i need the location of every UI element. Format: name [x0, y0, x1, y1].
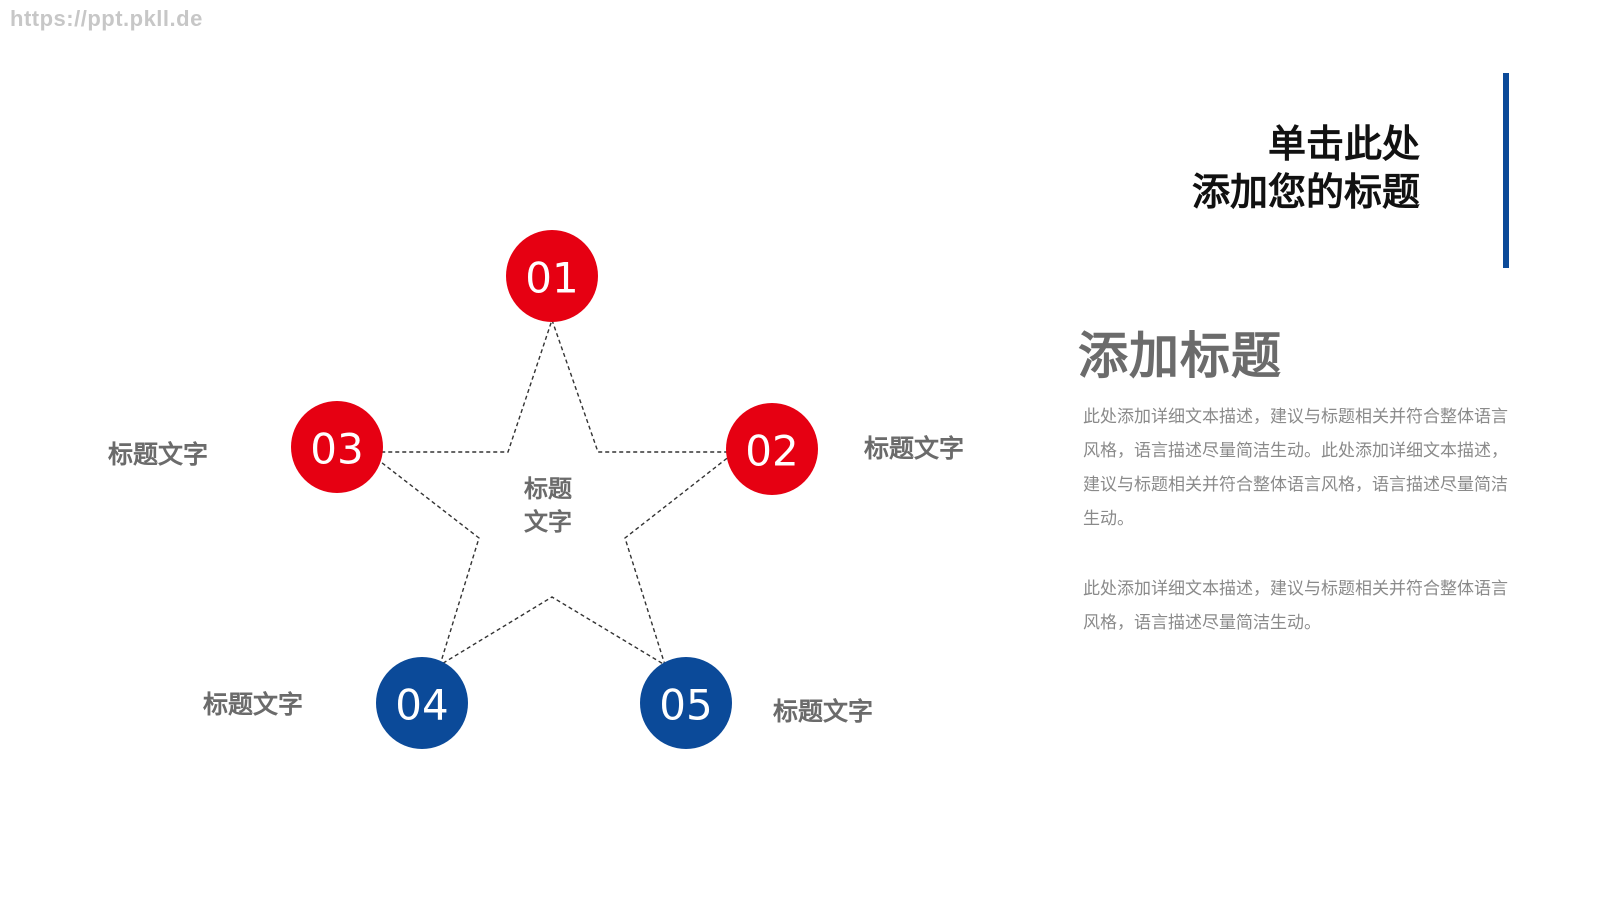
node-01-number: 01 [525, 254, 578, 303]
node-04-label[interactable]: 标题文字 [203, 690, 303, 719]
page-title-line-2: 添加您的标题 [1191, 170, 1420, 214]
node-02-label[interactable]: 标题文字 [864, 434, 964, 463]
node-01-circle [506, 230, 598, 322]
node-05-number: 05 [659, 681, 712, 730]
page-title-line-1: 单击此处 [1267, 122, 1420, 166]
node-03[interactable]: 03 [291, 401, 383, 493]
description-paragraph-2[interactable]: 此处添加详细文本描述，建议与标题相关并符合整体语言风格，语言描述尽量简洁生动。 [1083, 579, 1508, 633]
node-05[interactable]: 05 [640, 657, 732, 749]
center-label-line-1: 标题 [524, 475, 572, 503]
node-02[interactable]: 02 [726, 403, 818, 495]
center-label-line-2: 文字 [524, 508, 572, 536]
node-03-circle [291, 401, 383, 493]
node-03-number: 03 [310, 425, 363, 474]
accent-bar [1503, 73, 1509, 268]
node-02-number: 02 [745, 427, 798, 476]
node-04-circle [376, 657, 468, 749]
section-title[interactable]: 添加标题 [1078, 327, 1282, 385]
node-04-number: 04 [395, 681, 448, 730]
node-05-label[interactable]: 标题文字 [773, 697, 873, 726]
star-outline [365, 317, 738, 667]
watermark-url: https://ppt.pkll.de [10, 6, 203, 31]
node-05-circle [640, 657, 732, 749]
node-04[interactable]: 04 [376, 657, 468, 749]
description-paragraph-1[interactable]: 此处添加详细文本描述，建议与标题相关并符合整体语言风格，语言描述尽量简洁生动。此… [1083, 407, 1508, 529]
node-03-label[interactable]: 标题文字 [108, 440, 208, 469]
page-title[interactable]: 单击此处 添加您的标题 [1192, 120, 1420, 216]
node-01[interactable]: 01 [506, 230, 598, 322]
node-02-circle [726, 403, 818, 495]
